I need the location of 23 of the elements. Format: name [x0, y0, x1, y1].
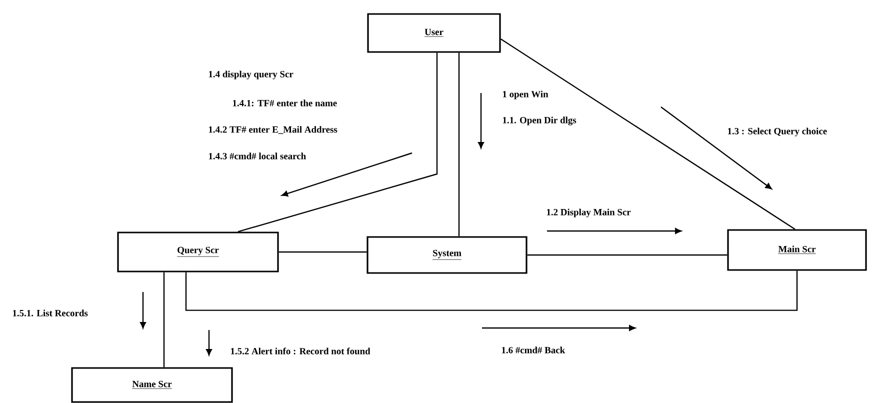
- link-line: [238, 52, 438, 232]
- object-box: Name Scr: [71, 367, 233, 403]
- link-line: [458, 52, 460, 236]
- object-box: Query Scr: [117, 232, 279, 272]
- message-label: 1.4.1: TF# enter the name: [232, 100, 337, 106]
- object-box: Main Scr: [727, 229, 867, 271]
- link-line: [185, 270, 798, 311]
- link-line: [278, 251, 367, 253]
- message-label: 1.1. Open Dir dlgs: [502, 116, 576, 126]
- message-label: 1.3 : Select Query choice: [728, 128, 827, 136]
- link-line: [163, 272, 165, 368]
- message-label: 1.5.2 Alert info : Record not found: [230, 348, 370, 354]
- link-line: [527, 254, 728, 256]
- object-box: System: [366, 236, 528, 274]
- message-label: 1.5.1. List Records: [12, 310, 88, 316]
- message-label: 1.6 #cmd# Back: [502, 346, 566, 354]
- message-label: 1.4.2 TF# enter E_Mail Address: [208, 126, 338, 134]
- message-label: 1.2 Display Main Scr: [546, 208, 631, 218]
- message-label: 1.4 display query Scr: [208, 70, 294, 80]
- link-line: [500, 38, 796, 230]
- object-box: User: [367, 13, 501, 53]
- message-label: 1 open Win: [502, 90, 548, 100]
- message-label: 1.4.3 #cmd# local search: [208, 152, 306, 160]
